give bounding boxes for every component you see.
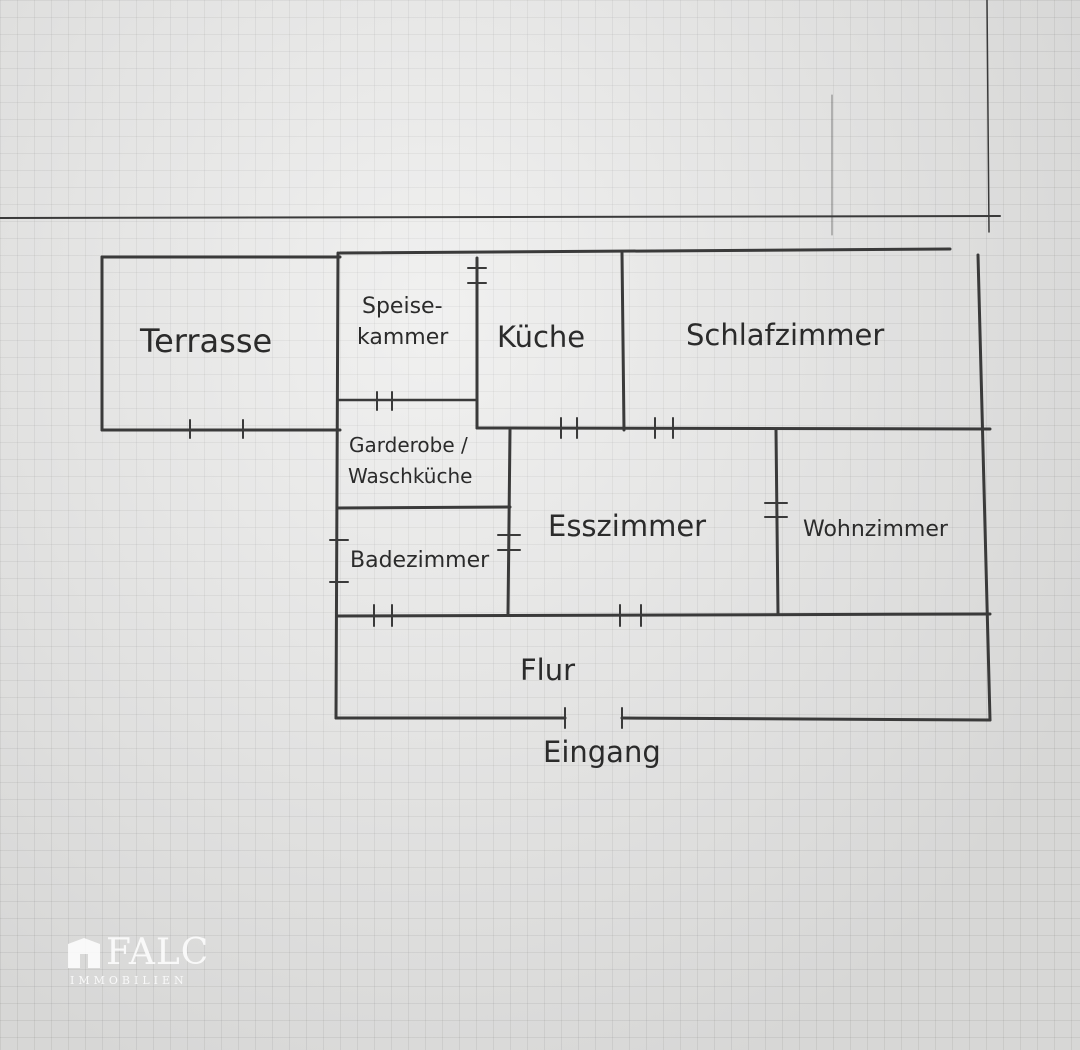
entrance-label: Eingang (543, 735, 661, 769)
room-label-garderobe-line1: Garderobe / (349, 433, 468, 457)
wall-house-bottom-right (620, 716, 992, 722)
room-label-terrasse: Terrasse (140, 322, 273, 360)
wall-house-right (976, 253, 992, 722)
wall-flur-top (336, 612, 992, 618)
wall-garderobe-right (506, 428, 512, 616)
room-label-garderobe-line2: Waschküche (348, 464, 473, 488)
room-label-badezimmer: Badezimmer (350, 548, 490, 573)
logo-subtitle: IMMOBILIEN (70, 974, 188, 987)
wall-kueche-bottom (475, 426, 992, 431)
room-label-wohnzimmer: Wohnzimmer (803, 517, 948, 542)
wall-kueche-schlaf (620, 251, 626, 432)
room-label-esszimmer: Esszimmer (548, 509, 707, 543)
wall-house-top (338, 247, 952, 255)
boundary-line-right (986, 0, 990, 233)
wall-house-left (334, 251, 340, 720)
wall-garderobe-bottom (336, 505, 512, 510)
room-label-flur: Flur (520, 653, 576, 687)
wall-ess-wohn (774, 428, 780, 616)
room-label-speisekammer-line1: Speise- (362, 294, 443, 319)
room-label-kueche: Küche (497, 320, 586, 354)
boundary-line-top (0, 215, 1001, 219)
logo-name: FALC (106, 932, 210, 973)
room-label-schlafzimmer: Schlafzimmer (686, 318, 885, 352)
falc-house-icon (68, 938, 100, 968)
room-label-speisekammer-line2: kammer (357, 325, 449, 350)
